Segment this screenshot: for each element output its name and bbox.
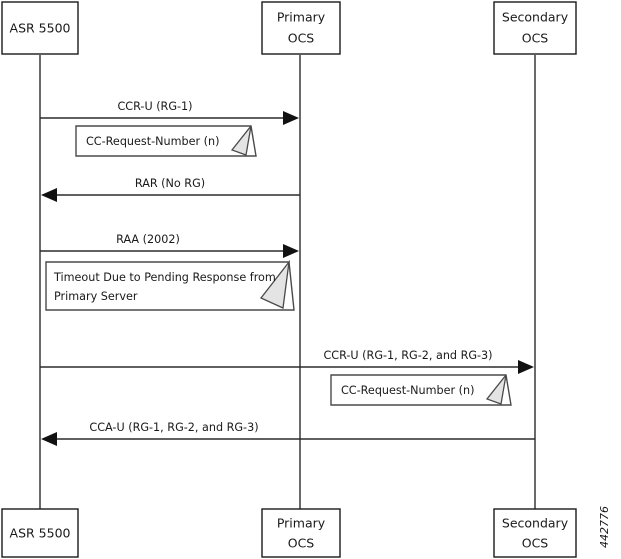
actor-label-primary-line1: Primary xyxy=(277,10,326,25)
note-text-line: Timeout Due to Pending Response from xyxy=(53,271,276,284)
actor-label-secondary-line2: OCS xyxy=(522,536,549,551)
arrowhead-right xyxy=(518,360,534,374)
actor-label-secondary-line1: Secondary xyxy=(502,10,569,25)
actor-label-primary-line2: OCS xyxy=(288,31,315,46)
actor-box-asr-bottom[interactable]: ASR 5500 xyxy=(1,508,79,558)
arrowhead-right xyxy=(283,111,299,125)
actor-label-secondary-line1: Secondary xyxy=(502,516,569,531)
notes-group: CC-Request-Number (n) Timeout Due to Pen… xyxy=(45,125,512,406)
message-label: CCR-U (RG-1, RG-2, and RG-3) xyxy=(323,349,492,362)
message-label: CCA-U (RG-1, RG-2, and RG-3) xyxy=(89,421,258,434)
note-body xyxy=(330,374,512,406)
actor-label-asr: ASR 5500 xyxy=(10,526,71,541)
actor-box-asr-top[interactable]: ASR 5500 xyxy=(1,1,79,55)
note-body xyxy=(45,261,295,311)
message-cca-u-rg1-rg2-rg3: CCA-U (RG-1, RG-2, and RG-3) xyxy=(41,421,535,446)
actor-box-rect xyxy=(493,508,577,558)
note-timeout-pending-response: Timeout Due to Pending Response from Pri… xyxy=(45,259,295,311)
actor-box-rect xyxy=(261,508,341,558)
note-text-line: CC-Request-Number (n) xyxy=(86,135,219,148)
message-label: CCR-U (RG-1) xyxy=(117,100,192,113)
actor-box-secondary-ocs-top[interactable]: Secondary OCS xyxy=(493,1,577,55)
arrowhead-right xyxy=(283,244,299,258)
note-fold-corner xyxy=(259,259,290,309)
actor-box-rect xyxy=(1,508,79,558)
note-body xyxy=(75,125,257,157)
actor-box-rect xyxy=(1,1,79,55)
message-ccr-u-rg1: CCR-U (RG-1) xyxy=(40,100,299,125)
actor-box-secondary-ocs-bottom[interactable]: Secondary OCS xyxy=(493,508,577,558)
arrowhead-left xyxy=(41,188,57,202)
note-cc-request-number-1: CC-Request-Number (n) xyxy=(75,125,257,157)
note-cc-request-number-2: CC-Request-Number (n) xyxy=(330,374,512,406)
note-fold-corner xyxy=(230,125,252,156)
lifelines-group xyxy=(39,55,536,509)
actor-label-primary-line2: OCS xyxy=(288,536,315,551)
message-raa-2002: RAA (2002) xyxy=(40,233,299,258)
note-fold-corner xyxy=(485,374,507,405)
note-text-line: Primary Server xyxy=(54,290,138,303)
actor-box-rect xyxy=(261,1,341,55)
actor-box-rect xyxy=(493,1,577,55)
actor-label-secondary-line2: OCS xyxy=(522,31,549,46)
document-id-label: 442776 xyxy=(598,506,611,548)
arrowhead-left xyxy=(41,432,57,446)
actor-label-primary-line1: Primary xyxy=(277,516,326,531)
actor-box-primary-ocs-top[interactable]: Primary OCS xyxy=(261,1,341,55)
message-ccr-u-rg1-rg2-rg3: CCR-U (RG-1, RG-2, and RG-3) xyxy=(40,349,534,374)
messages-group: CCR-U (RG-1) RAR (No RG) RAA (2002) CCR-… xyxy=(40,100,535,446)
actor-boxes-bottom: ASR 5500 Primary OCS Secondary OCS xyxy=(1,508,577,558)
note-text-line: CC-Request-Number (n) xyxy=(341,384,474,397)
message-label: RAR (No RG) xyxy=(135,177,205,190)
actor-box-primary-ocs-bottom[interactable]: Primary OCS xyxy=(261,508,341,558)
actor-boxes-top: ASR 5500 Primary OCS Secondary OCS xyxy=(1,1,577,55)
message-label: RAA (2002) xyxy=(116,233,180,246)
message-rar-no-rg: RAR (No RG) xyxy=(41,177,300,202)
actor-label-asr: ASR 5500 xyxy=(10,21,71,36)
